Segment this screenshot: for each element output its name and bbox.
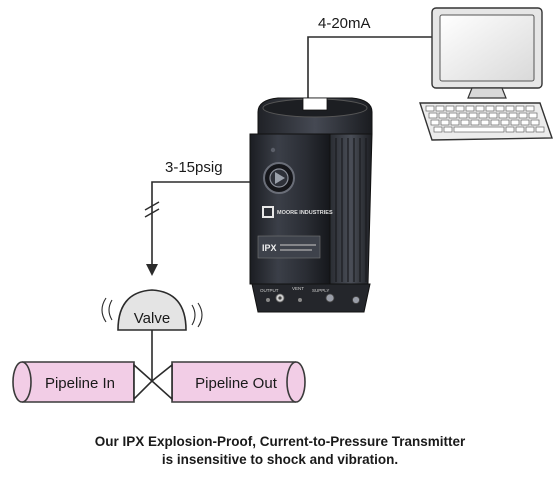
pressure-signal-label: 3-15psig bbox=[165, 159, 223, 176]
pressure-signal-line bbox=[144, 181, 250, 276]
transmitter-device: MOORE INDUSTRIES IPX OUTPUT VENT SUPPLY bbox=[249, 97, 373, 313]
brand-text: MOORE INDUSTRIES bbox=[277, 210, 333, 216]
valve-icon bbox=[117, 289, 187, 381]
model-text: IPX bbox=[262, 243, 277, 253]
port-label-vent: VENT bbox=[292, 286, 304, 291]
pipeline-out-label: Pipeline Out bbox=[195, 375, 278, 392]
caption-line-1: Our IPX Explosion-Proof, Current-to-Pres… bbox=[94, 434, 466, 449]
port-label-output: OUTPUT bbox=[260, 288, 279, 293]
current-signal-label: 4-20mA bbox=[318, 15, 371, 32]
port-label-supply: SUPPLY bbox=[312, 288, 329, 293]
valve-body bbox=[133, 363, 173, 401]
pipeline-in-label: Pipeline In bbox=[45, 375, 115, 392]
computer-icon bbox=[419, 7, 553, 141]
vibration-waves-icon bbox=[101, 297, 203, 328]
caption: Our IPX Explosion-Proof, Current-to-Pres… bbox=[0, 433, 560, 469]
valve-label: Valve bbox=[134, 310, 170, 327]
pipeline-out bbox=[171, 361, 306, 403]
caption-line-2: is insensitive to shock and vibration. bbox=[161, 452, 399, 467]
